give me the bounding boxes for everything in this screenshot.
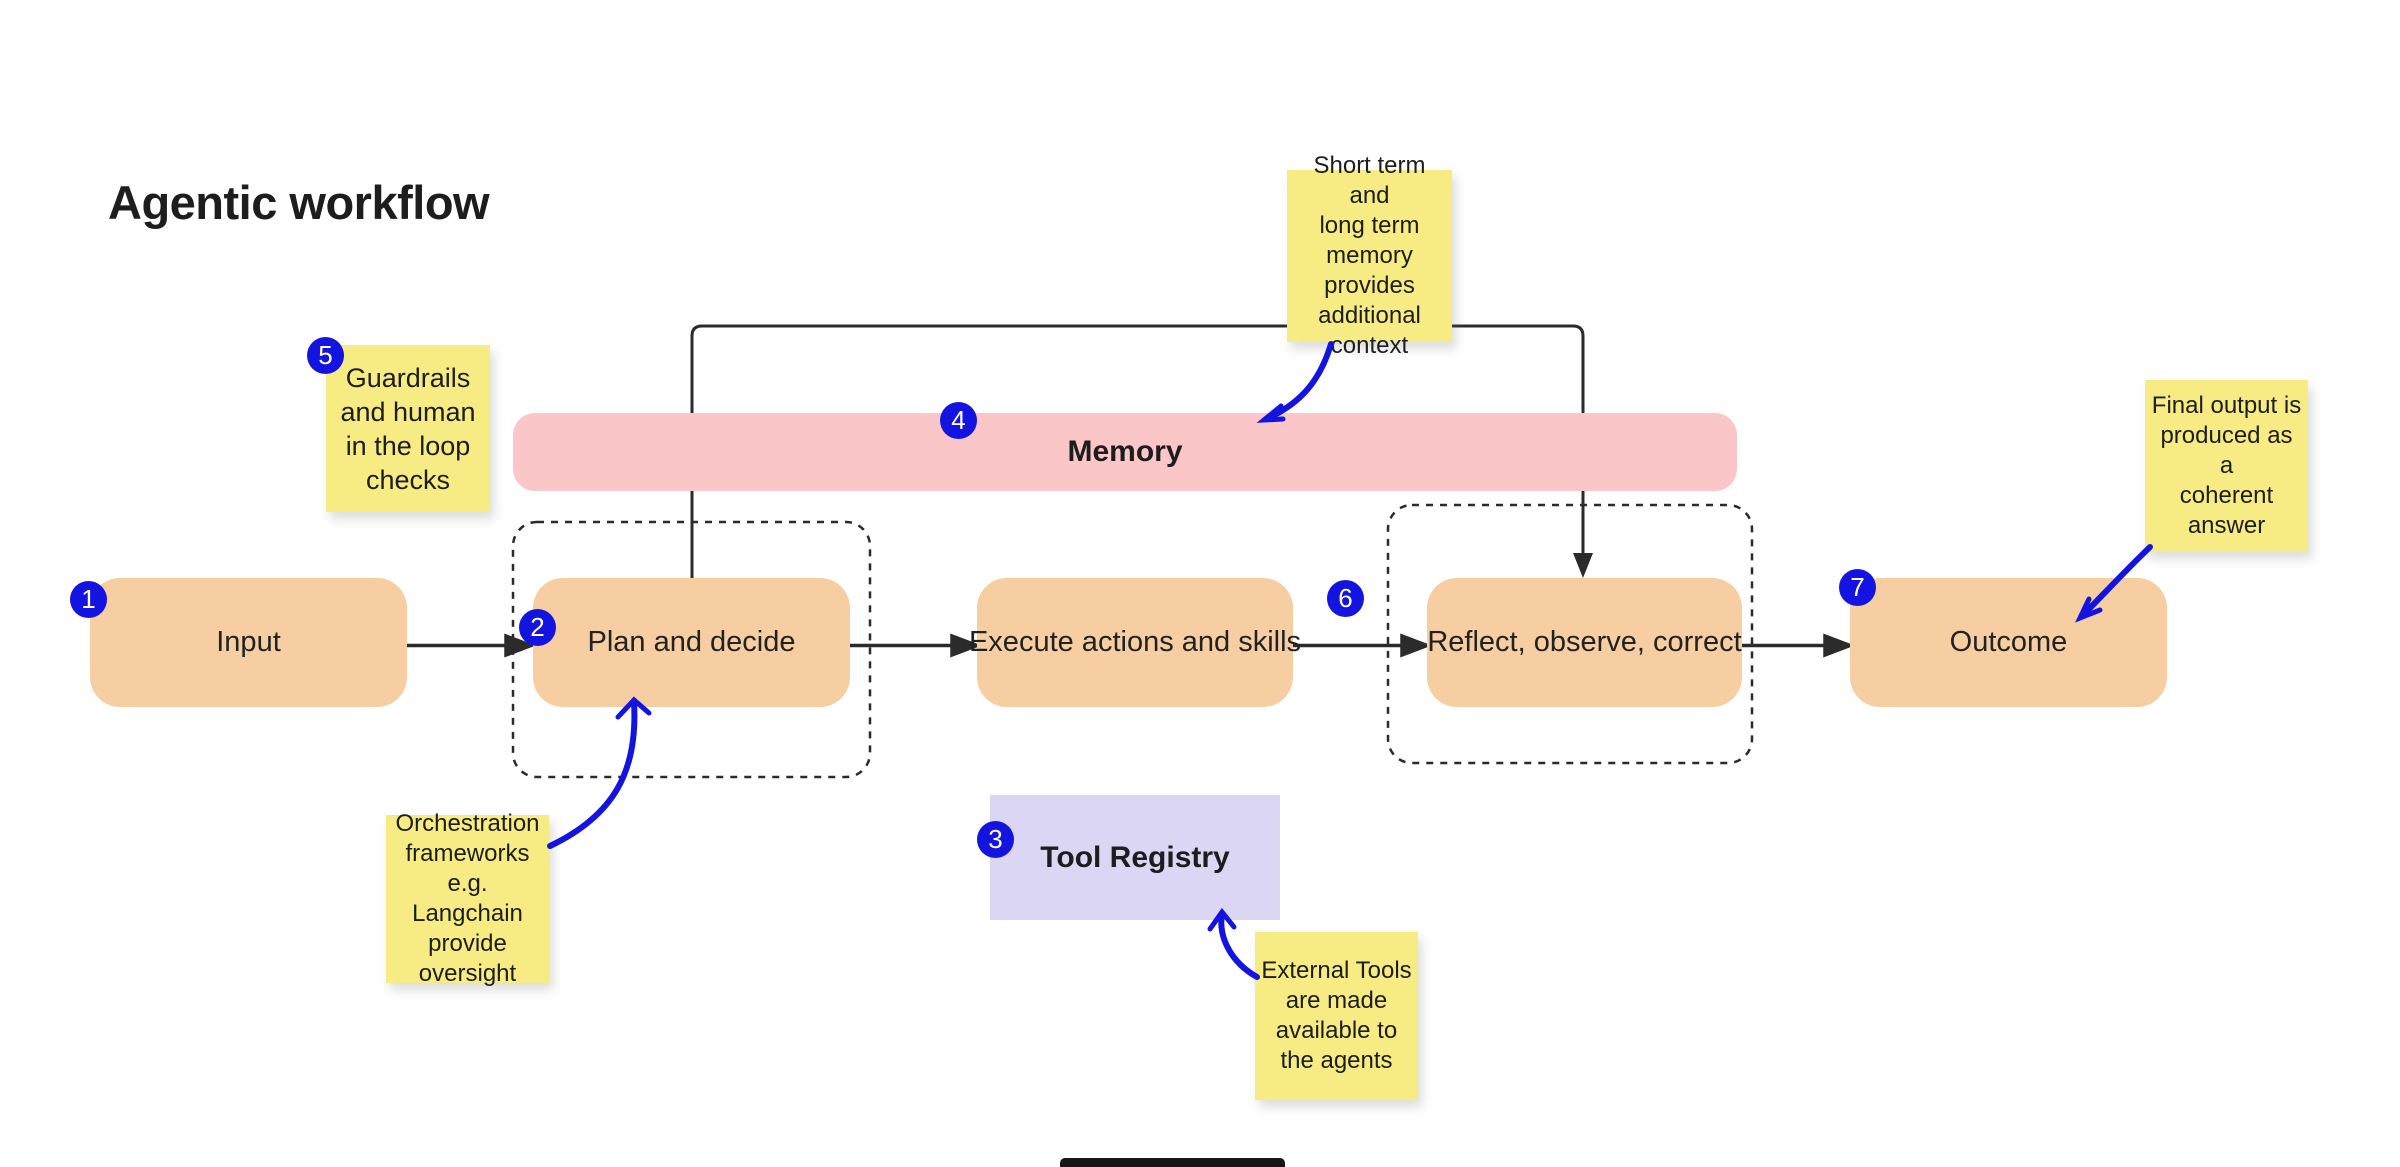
arrowhead-into-reflect [1573,553,1593,578]
badge-6: 6 [1327,580,1364,617]
node-reflect-label: Reflect, observe, correct [1427,626,1742,658]
tool-registry-box: Tool Registry [990,795,1280,920]
page-title: Agentic workflow [108,176,490,229]
badge-3: 3 [977,821,1014,858]
node-reflect-observe-correct: Reflect, observe, correct [1427,578,1742,707]
sticky-external-tools: External Tools are made available to the… [1255,932,1418,1100]
sticky-final-output: Final output is produced as a coherent a… [2145,380,2308,552]
node-execute-actions: Execute actions and skills [969,578,1301,707]
blue-arrow-to-registry [1218,911,1260,980]
home-indicator [1060,1158,1285,1167]
memory-bar: Memory [513,413,1737,491]
badge-4: 4 [940,402,977,439]
node-input-label: Input [216,626,281,658]
node-plan-label: Plan and decide [587,626,796,658]
node-input: Input [90,578,407,707]
sticky-guardrails: Guardrails and human in the loop checks [326,345,490,512]
node-outcome-label: Outcome [1949,626,2068,658]
sticky-orchestration: Orchestration frameworks e.g. Langchain … [386,810,549,987]
blue-arrow-to-plan [547,699,638,849]
badge-5: 5 [307,337,344,374]
memory-label: Memory [1067,435,1183,468]
badge-1: 1 [70,581,107,618]
tool-registry-label: Tool Registry [1040,840,1230,874]
sticky-short-term-memory: Short term and long term memory provides… [1287,152,1452,359]
badge-7: 7 [1839,569,1876,606]
node-execute-label: Execute actions and skills [968,626,1302,658]
badge-2: 2 [519,609,556,646]
node-plan-and-decide: Plan and decide [533,578,850,707]
node-outcome: Outcome [1850,578,2167,707]
